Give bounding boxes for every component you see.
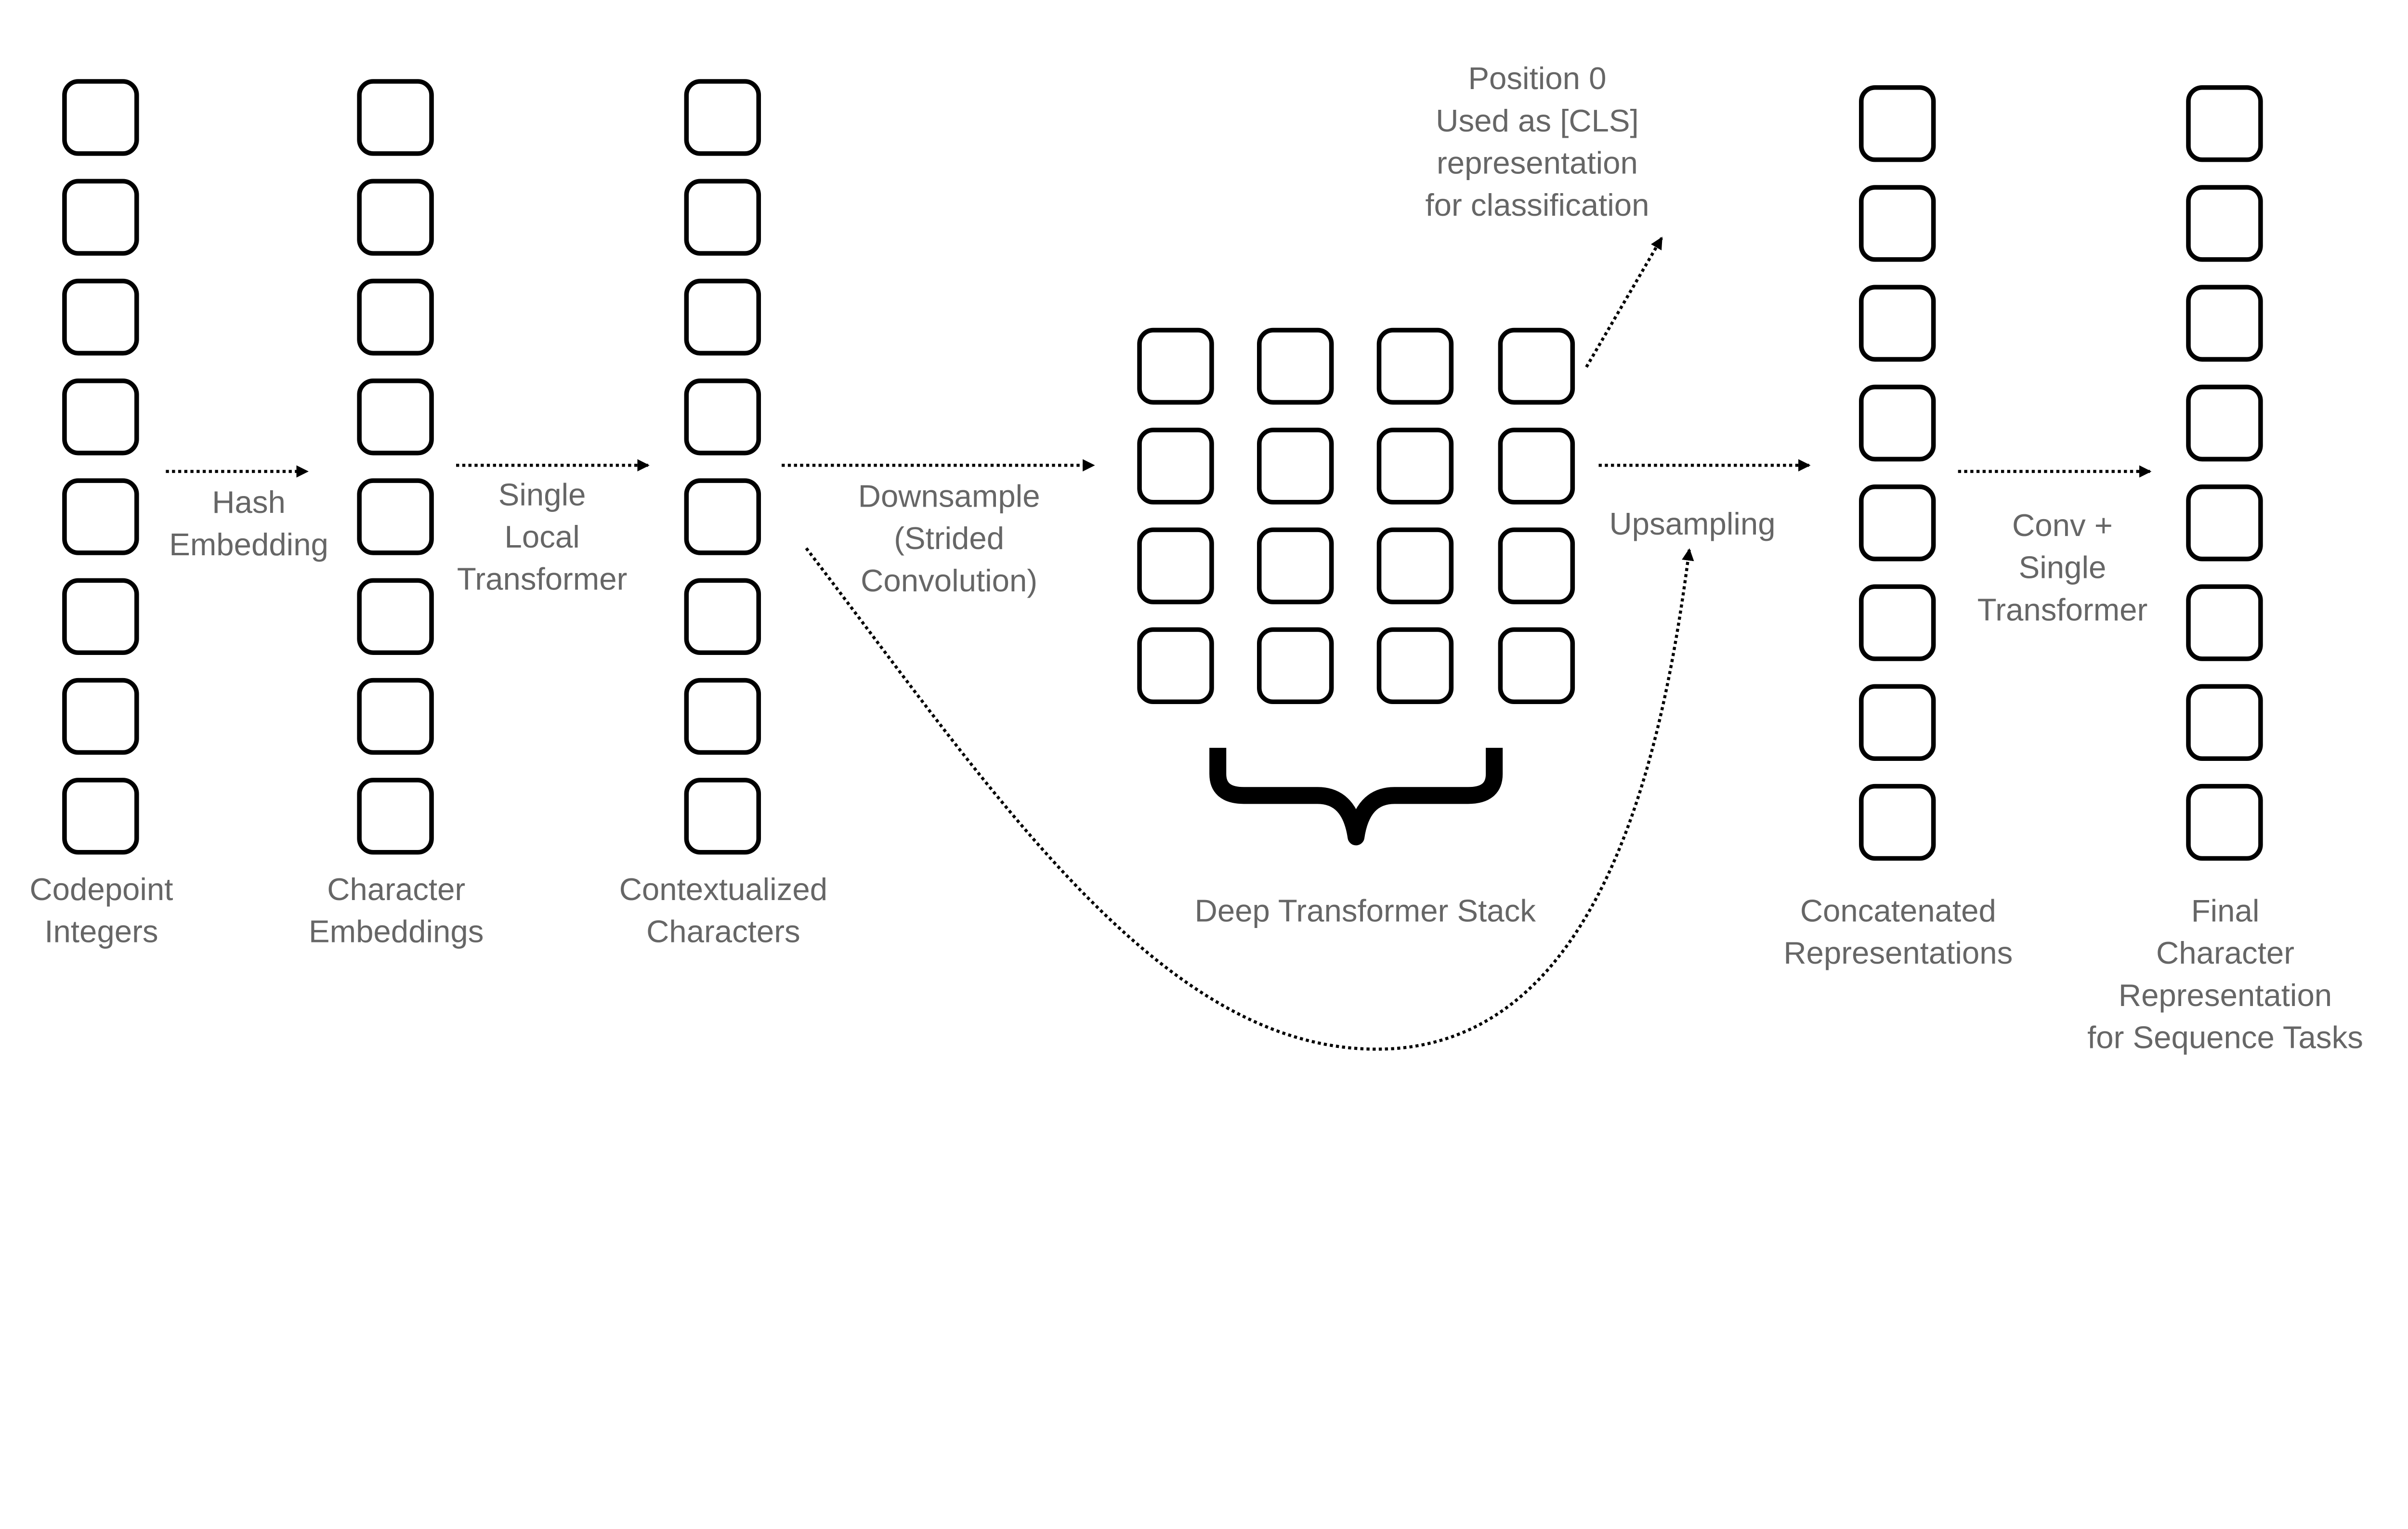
contextual-cell	[684, 478, 761, 555]
codepoint-integers-label: Integers	[44, 914, 158, 949]
deep-stack-cell	[1376, 327, 1454, 405]
conv-transformer-label: Conv +	[2012, 508, 2113, 543]
final-representation-label: Final	[2191, 893, 2260, 928]
deep-stack-cell	[1137, 327, 1214, 405]
upsampling-label: Upsampling	[1609, 506, 1775, 541]
contextual-cell	[684, 278, 761, 356]
char-embed-cell	[357, 278, 434, 356]
hash-embedding-label: Hash	[212, 484, 286, 520]
downsample-label: Downsample	[858, 478, 1040, 513]
deep-stack-cell	[1498, 627, 1575, 705]
final-cell	[2186, 85, 2263, 162]
char-embed-cell	[357, 179, 434, 256]
character-embeddings-label: Character	[327, 872, 465, 907]
codepoint-cell	[62, 278, 139, 356]
final-representation-label: Character	[2156, 935, 2294, 970]
char-embed-cell	[357, 379, 434, 456]
deep-stack-cell	[1257, 527, 1334, 604]
deep-transformer-stack-label: Deep Transformer Stack	[1195, 893, 1536, 928]
conv-transformer-label: Single	[2019, 550, 2107, 585]
final-cell	[2186, 185, 2263, 262]
conv-transformer-label: Transformer	[1977, 592, 2147, 627]
final-cell	[2186, 784, 2263, 861]
deep-stack-cell	[1257, 327, 1334, 405]
deep-stack-cell	[1137, 627, 1214, 705]
brace-icon	[1209, 747, 1503, 846]
final-representation-label: Representation	[2119, 978, 2332, 1013]
char-embed-cell	[357, 778, 434, 855]
deep-stack-cell	[1257, 428, 1334, 505]
canine-architecture-diagram: CodepointIntegersCharacterEmbeddingsCont…	[29, 61, 2363, 1055]
codepoint-cell	[62, 478, 139, 555]
codepoint-cell	[62, 179, 139, 256]
deep-stack-cell	[1137, 527, 1214, 604]
arrow-residual-curve	[805, 547, 1694, 1051]
concatenated-cell	[1859, 484, 1936, 562]
concatenated-cell	[1859, 584, 1936, 661]
codepoint-cell	[62, 79, 139, 156]
concatenated-representations-label: Concatenated	[1800, 893, 1996, 928]
cls-position-label: representation	[1437, 145, 1638, 181]
final-cell	[2186, 484, 2263, 562]
concatenated-cell	[1859, 384, 1936, 462]
labels: CodepointIntegersCharacterEmbeddingsCont…	[29, 61, 2363, 1055]
deep-stack-cell	[1257, 627, 1334, 705]
final-cell	[2186, 384, 2263, 462]
char-embed-cell	[357, 678, 434, 755]
cls-position-label: Position 0	[1468, 61, 1606, 96]
concatenated-representations-label: Representations	[1783, 935, 2013, 970]
contextualized-characters-label: Contextualized	[619, 872, 827, 907]
char-embed-cell	[357, 79, 434, 156]
deep-stack-cell	[1498, 527, 1575, 604]
hash-embedding-label: Embedding	[169, 527, 328, 562]
local-transformer-label: Local	[505, 519, 580, 554]
deep-stack-cell	[1376, 627, 1454, 705]
cls-position-label: for classification	[1425, 187, 1649, 222]
local-transformer-label: Transformer	[457, 562, 627, 597]
concatenated-cell	[1859, 784, 1936, 861]
contextual-cell	[684, 179, 761, 256]
final-cell	[2186, 285, 2263, 362]
contextual-cell	[684, 778, 761, 855]
contextual-cell	[684, 578, 761, 655]
deep-stack-cell	[1376, 527, 1454, 604]
final-cell	[2186, 584, 2263, 661]
char-embed-cell	[357, 478, 434, 555]
deep-stack-cell	[1376, 428, 1454, 505]
contextualized-characters-label: Characters	[646, 914, 800, 949]
arrows	[166, 236, 2152, 1051]
codepoint-cell	[62, 778, 139, 855]
concatenated-cell	[1859, 185, 1936, 262]
concatenated-cell	[1859, 85, 1936, 162]
contextual-cell	[684, 678, 761, 755]
cls-position-label: Used as [CLS]	[1436, 103, 1638, 138]
final-representation-label: for Sequence Tasks	[2087, 1020, 2363, 1055]
character-embeddings-label: Embeddings	[309, 914, 484, 949]
codepoint-cell	[62, 379, 139, 456]
codepoint-integers-label: Codepoint	[29, 872, 173, 907]
downsample-label: (Strided	[894, 521, 1004, 556]
cell-groups	[62, 79, 2263, 861]
char-embed-cell	[357, 578, 434, 655]
deep-stack-cell	[1498, 327, 1575, 405]
deep-stack-cell	[1137, 428, 1214, 505]
concatenated-cell	[1859, 285, 1936, 362]
arrow-cls	[1585, 236, 1663, 368]
codepoint-cell	[62, 578, 139, 655]
final-cell	[2186, 684, 2263, 761]
local-transformer-label: Single	[498, 477, 586, 512]
contextual-cell	[684, 379, 761, 456]
contextual-cell	[684, 79, 761, 156]
deep-stack-cell	[1498, 428, 1575, 505]
codepoint-cell	[62, 678, 139, 755]
concatenated-cell	[1859, 684, 1936, 761]
downsample-label: Convolution)	[861, 563, 1037, 598]
